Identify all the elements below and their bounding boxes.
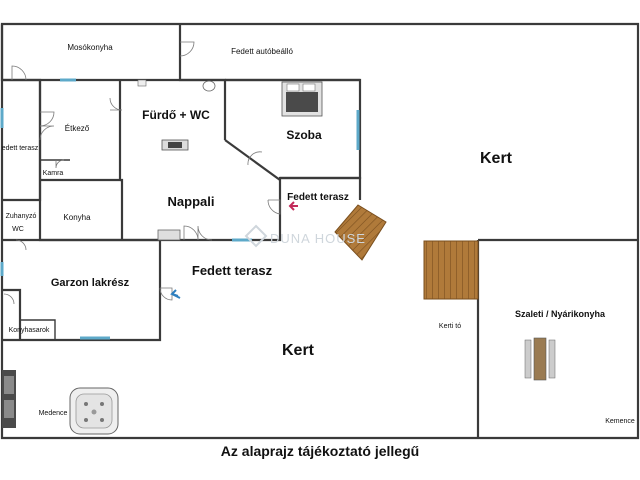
label-medence: Medence (39, 410, 68, 417)
hot-tub-icon (69, 387, 119, 435)
bed-icon (281, 81, 323, 117)
interior-walls (1, 159, 122, 340)
label-fedett-terasz-small: Fedett terasz (287, 192, 349, 203)
picnic-table-icon (524, 337, 556, 381)
label-kert-top: Kert (480, 150, 513, 167)
label-zuhanyzo: Zuhanyzó (6, 213, 37, 220)
wooden-deck-icon (334, 204, 479, 300)
label-etkezo: Étkező (65, 124, 90, 133)
entrance-arrow-icon (170, 201, 298, 299)
label-nappali: Nappali (168, 194, 215, 209)
label-konyhasarok: Konyhasarok (9, 327, 50, 334)
door-swings (3, 41, 281, 305)
windows (0, 78, 360, 340)
label-fedett-terasz-left: edett terasz (2, 145, 39, 152)
bathroom-fixtures-icon (137, 79, 216, 151)
disclaimer-caption: Az alaprajz tájékoztató jellegű (220, 443, 420, 459)
label-fedett-terasz-big: Fedett terasz (192, 263, 273, 278)
label-mosokonyha: Mosókonyha (67, 43, 113, 52)
label-kerti-to: Kerti tó (439, 323, 461, 330)
label-furdo-wc: Fürdő + WC (142, 108, 210, 122)
label-konyha: Konyha (63, 213, 91, 222)
label-fedett-autobeallo: Fedett autóbeálló (231, 47, 293, 56)
label-szaleti-nyarikonyha: Szaleti / Nyárikonyha (515, 309, 606, 319)
label-garzon-lakresz: Garzon lakrész (51, 277, 130, 289)
label-kert-bottom: Kert (282, 342, 315, 359)
watermark-logo: DUNA HOUSE (244, 224, 366, 248)
svg-text:DUNA HOUSE: DUNA HOUSE (270, 231, 366, 246)
kitchen-counter-icon (157, 229, 181, 241)
label-szoba: Szoba (286, 128, 322, 142)
pool-stairs-icon (2, 370, 16, 428)
label-wc: WC (12, 226, 24, 233)
label-kamra: Kamra (43, 170, 64, 177)
label-kemence: Kemence (605, 418, 635, 425)
